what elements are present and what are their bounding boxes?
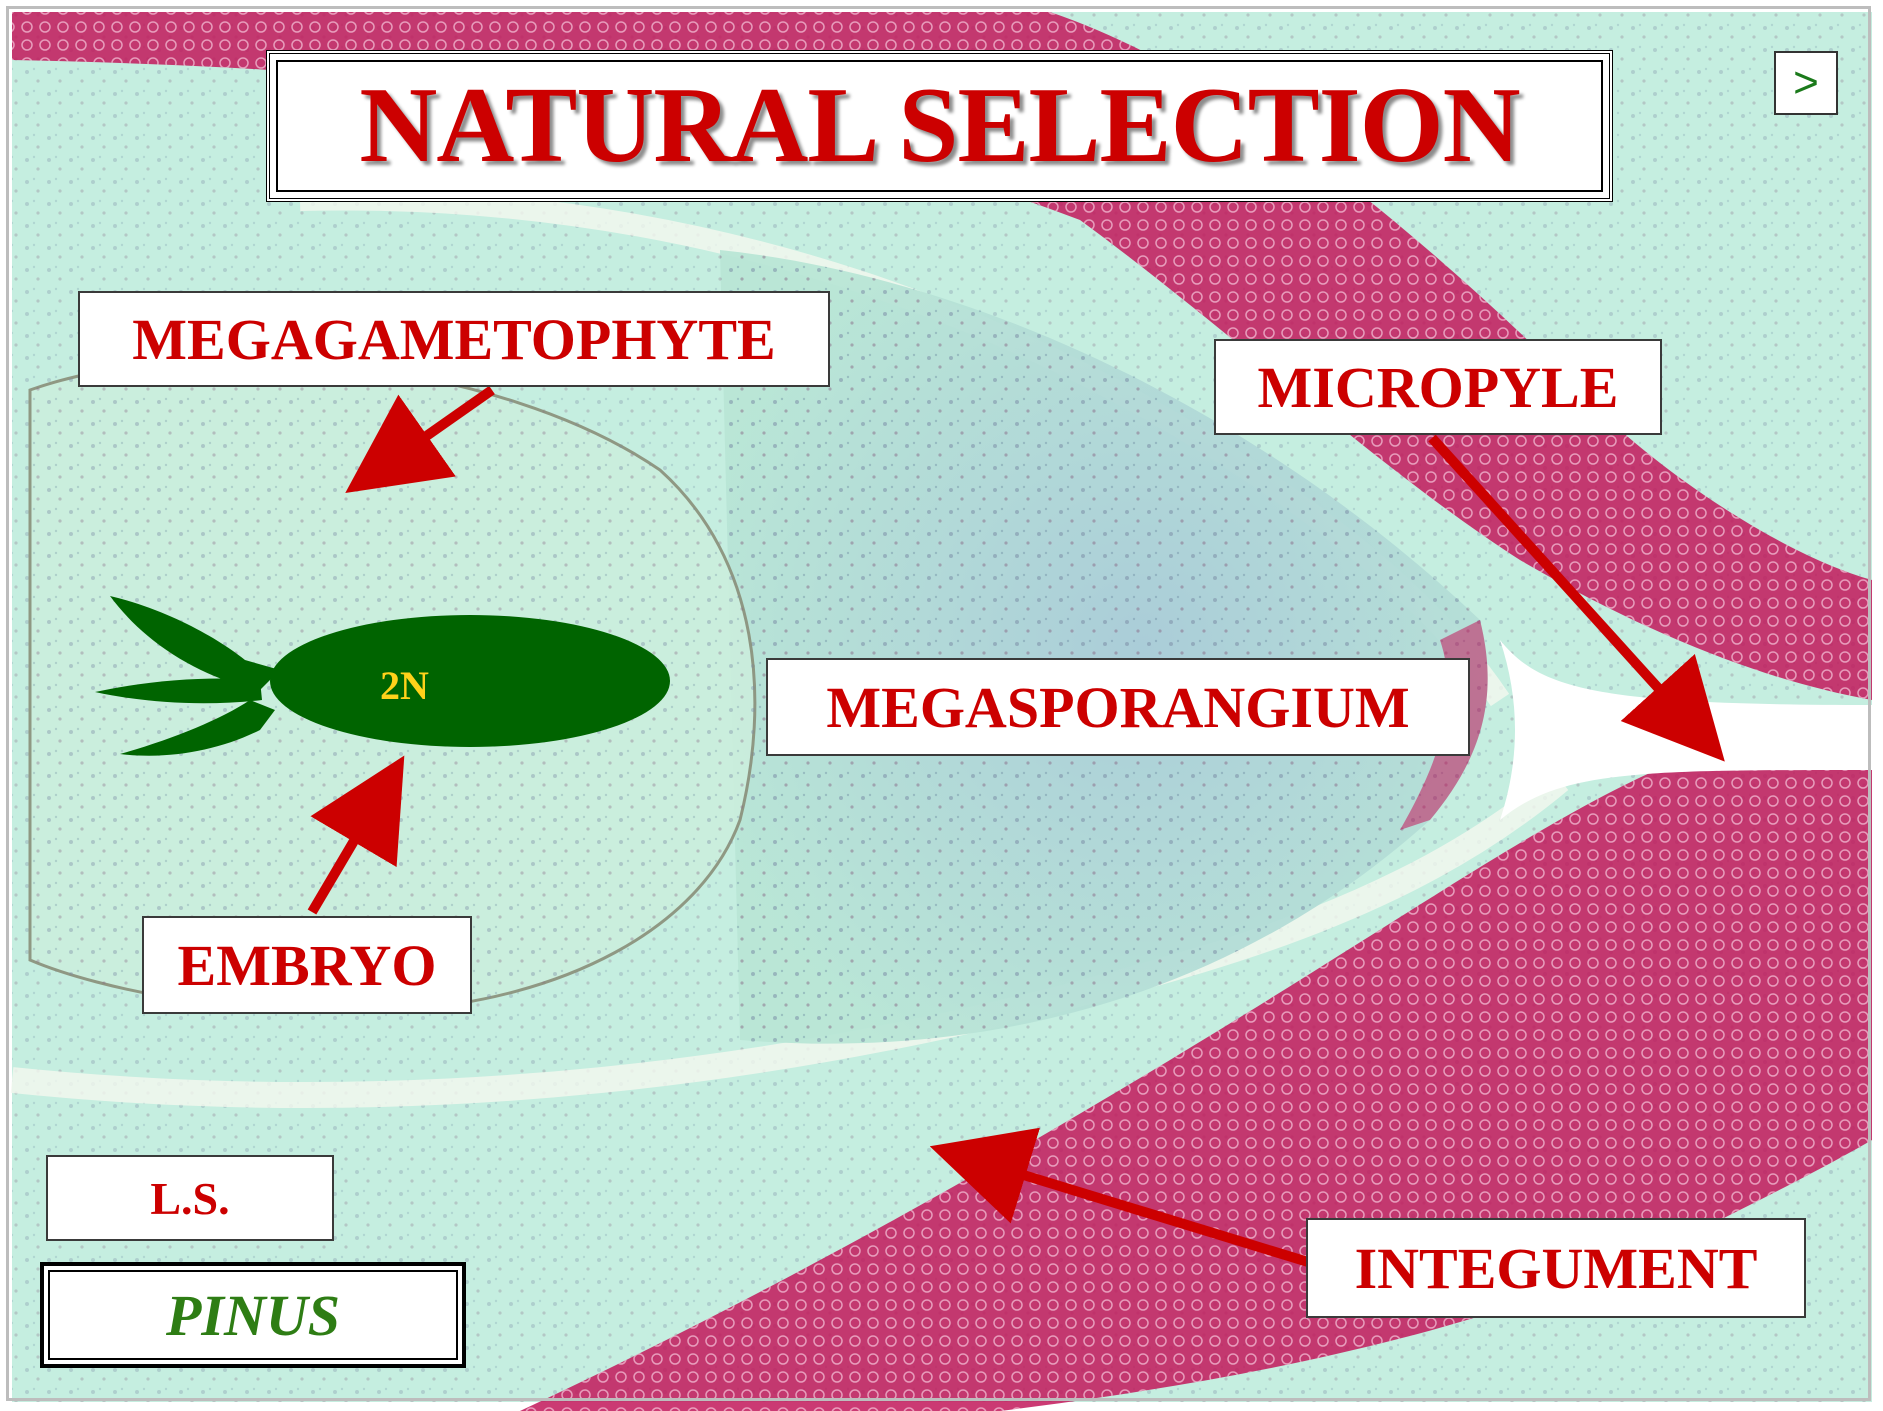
genus-label: PINUS xyxy=(40,1262,466,1368)
title-box: NATURAL SELECTION xyxy=(266,50,1613,202)
genus-text: PINUS xyxy=(166,1282,340,1349)
embryo-label: EMBRYO xyxy=(142,916,472,1014)
embryo-text: EMBRYO xyxy=(178,932,437,999)
megagametophyte-text: MEGAGAMETOPHYTE xyxy=(132,306,775,373)
megasporangium-label: MEGASPORANGIUM xyxy=(766,658,1470,756)
micropyle-text: MICROPYLE xyxy=(1258,354,1619,421)
section-type-text: L.S. xyxy=(150,1172,229,1225)
chevron-right-icon: > xyxy=(1793,58,1819,108)
embryo-ploidy-label: 2N xyxy=(380,662,429,709)
section-type-label: L.S. xyxy=(46,1155,334,1241)
megagametophyte-label: MEGAGAMETOPHYTE xyxy=(78,291,830,387)
megasporangium-text: MEGASPORANGIUM xyxy=(826,674,1409,741)
next-slide-button[interactable]: > xyxy=(1774,51,1838,115)
page-title: NATURAL SELECTION xyxy=(359,64,1519,188)
micropyle-label: MICROPYLE xyxy=(1214,339,1662,435)
integument-text: INTEGUMENT xyxy=(1355,1235,1758,1302)
integument-label: INTEGUMENT xyxy=(1306,1218,1806,1318)
